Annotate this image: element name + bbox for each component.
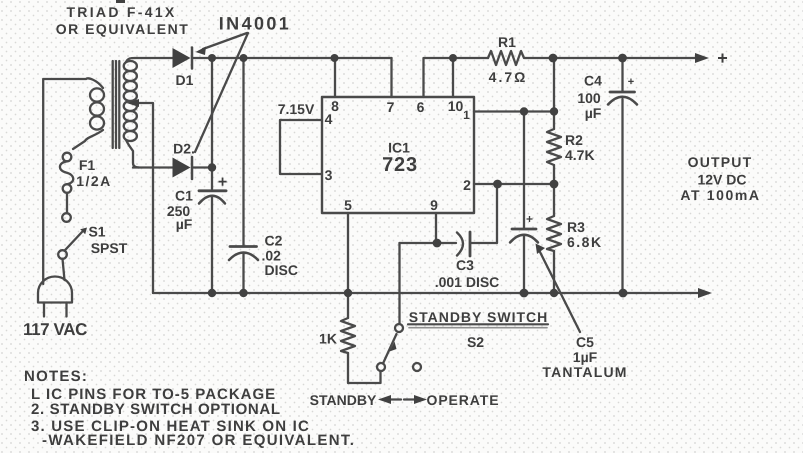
svg-text:6.8K: 6.8K: [567, 234, 603, 250]
svg-text:4: 4: [325, 111, 333, 127]
svg-text:C2: C2: [265, 233, 283, 249]
svg-text:1/2A: 1/2A: [76, 173, 112, 189]
svg-text:IC1: IC1: [388, 140, 410, 156]
svg-text:TANTALUM: TANTALUM: [542, 364, 627, 380]
svg-text:S1: S1: [88, 224, 105, 240]
svg-text:R1: R1: [498, 34, 516, 50]
svg-text:TRIAD F-41X: TRIAD F-41X: [66, 4, 176, 20]
svg-text:µF: µF: [176, 216, 193, 232]
svg-text:1µF: 1µF: [573, 349, 598, 365]
svg-text:7: 7: [387, 99, 395, 115]
svg-text:117 VAC: 117 VAC: [23, 320, 87, 339]
svg-text:OUTPUT: OUTPUT: [688, 154, 753, 170]
svg-text:C4: C4: [584, 73, 602, 89]
svg-text:100: 100: [577, 90, 601, 106]
svg-text:OR EQUIVALENT: OR EQUIVALENT: [56, 21, 190, 37]
svg-text:AT 100mA: AT 100mA: [680, 187, 760, 203]
svg-text:+: +: [628, 76, 634, 88]
svg-text:OPERATE: OPERATE: [427, 392, 500, 408]
svg-text:4.7K: 4.7K: [565, 147, 595, 163]
svg-text:STANDBY: STANDBY: [310, 392, 377, 408]
svg-text:4.7Ω: 4.7Ω: [489, 69, 528, 85]
svg-text:7.15V: 7.15V: [278, 101, 315, 117]
svg-text:1K: 1K: [319, 331, 337, 347]
svg-text:723: 723: [382, 154, 418, 176]
svg-text:µF: µF: [585, 105, 602, 121]
svg-text:R3: R3: [567, 219, 585, 235]
svg-text:NOTES:: NOTES:: [24, 368, 88, 385]
svg-text:C1: C1: [175, 188, 193, 204]
svg-text:D2.: D2.: [173, 141, 195, 157]
svg-text:.001 DISC: .001 DISC: [435, 274, 500, 290]
svg-text:1: 1: [463, 108, 470, 122]
svg-text:8: 8: [331, 98, 339, 114]
svg-text:+: +: [526, 212, 533, 226]
svg-text:5: 5: [344, 197, 352, 213]
svg-text:SPST: SPST: [91, 240, 128, 256]
svg-text:F1: F1: [79, 157, 96, 173]
svg-text:10: 10: [448, 98, 464, 114]
svg-text:.02: .02: [262, 248, 282, 264]
svg-text:250: 250: [167, 203, 191, 219]
svg-text:2: 2: [463, 177, 471, 193]
svg-text:3. USE CLIP-ON HEAT SINK ON IC: 3. USE CLIP-ON HEAT SINK ON IC: [31, 418, 310, 435]
svg-text:R2: R2: [565, 132, 583, 148]
svg-text:12V DC: 12V DC: [697, 172, 746, 188]
svg-text:STANDBY SWITCH: STANDBY SWITCH: [409, 309, 548, 325]
svg-text:6: 6: [417, 99, 425, 115]
svg-text:DISC: DISC: [265, 262, 298, 278]
svg-text:IN4001: IN4001: [219, 14, 291, 34]
svg-text:3: 3: [325, 167, 333, 183]
svg-text:L IC PINS FOR TO-5 PACKAGE: L IC PINS FOR TO-5 PACKAGE: [31, 386, 276, 403]
svg-text:-WAKEFIELD NF207 OR EQUIVALENT: -WAKEFIELD NF207 OR EQUIVALENT.: [42, 432, 355, 449]
svg-text:+: +: [218, 174, 227, 191]
svg-text:9: 9: [430, 197, 438, 213]
svg-text:S2: S2: [467, 334, 484, 350]
svg-text:C3: C3: [456, 257, 474, 273]
svg-text:C5: C5: [576, 334, 594, 350]
svg-text:D1: D1: [176, 72, 194, 88]
svg-text:+: +: [717, 48, 728, 68]
svg-text:2. STANDBY SWITCH OPTIONAL: 2. STANDBY SWITCH OPTIONAL: [31, 401, 281, 418]
